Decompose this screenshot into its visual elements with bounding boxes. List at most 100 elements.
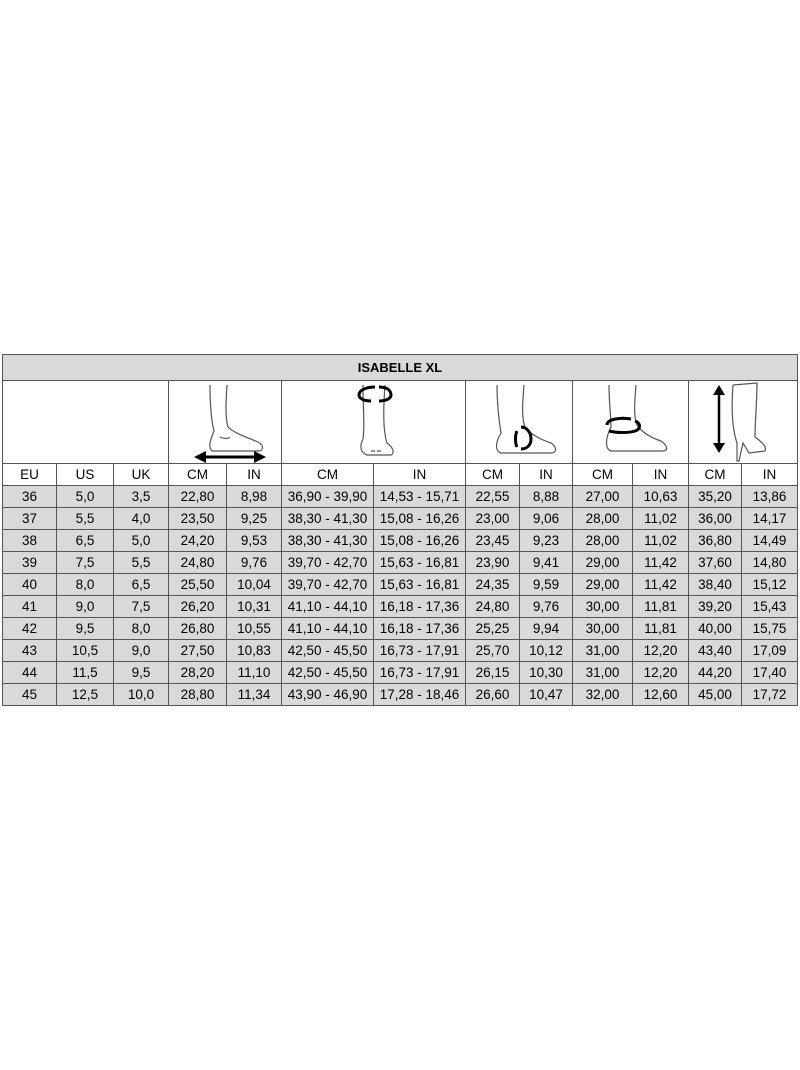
table-cell: 41,10 - 44,10: [281, 595, 374, 618]
table-title: ISABELLE XL: [2, 354, 798, 381]
table-cell: 30,00: [572, 617, 633, 640]
table-cell: 16,18 - 17,36: [373, 617, 466, 640]
table-cell: 28,00: [572, 507, 633, 530]
table-cell: 12,5: [56, 683, 114, 706]
table-cell: 24,80: [465, 595, 520, 618]
table-cell: 11,02: [632, 529, 689, 552]
table-cell: 14,80: [741, 551, 798, 574]
table-cell: 39,20: [688, 595, 742, 618]
table-cell: 9,41: [519, 551, 573, 574]
table-cell: 12,20: [632, 661, 689, 684]
table-cell: 11,42: [632, 573, 689, 596]
column-header-cm: CM: [572, 463, 633, 486]
table-cell: 13,86: [741, 485, 798, 508]
table-cell: 26,20: [168, 595, 227, 618]
table-cell: 25,50: [168, 573, 227, 596]
table-cell: 39,70 - 42,70: [281, 573, 374, 596]
table-cell: 15,43: [741, 595, 798, 618]
table-cell: 9,53: [226, 529, 282, 552]
table-cell: 36: [2, 485, 57, 508]
column-header-eu: EU: [2, 463, 57, 486]
table-cell: 38,30 - 41,30: [281, 507, 374, 530]
table-cell: 10,0: [113, 683, 169, 706]
table-cell: 7,5: [56, 551, 114, 574]
table-cell: 32,00: [572, 683, 633, 706]
table-cell: 8,0: [56, 573, 114, 596]
table-cell: 24,35: [465, 573, 520, 596]
table-cell: 41: [2, 595, 57, 618]
column-header-in: IN: [741, 463, 798, 486]
column-header-in: IN: [632, 463, 689, 486]
table-cell: 17,28 - 18,46: [373, 683, 466, 706]
table-cell: 11,42: [632, 551, 689, 574]
table-cell: 39,70 - 42,70: [281, 551, 374, 574]
table-cell: 45: [2, 683, 57, 706]
table-cell: 9,94: [519, 617, 573, 640]
table-cell: 14,49: [741, 529, 798, 552]
table-cell: 11,10: [226, 661, 282, 684]
column-header-cm: CM: [281, 463, 374, 486]
table-cell: 40,00: [688, 617, 742, 640]
table-cell: 8,0: [113, 617, 169, 640]
table-cell: 12,20: [632, 639, 689, 662]
table-cell: 23,90: [465, 551, 520, 574]
table-cell: 39: [2, 551, 57, 574]
table-cell: 44,20: [688, 661, 742, 684]
table-cell: 16,18 - 17,36: [373, 595, 466, 618]
table-cell: 14,17: [741, 507, 798, 530]
ankle-circumference-icon: [572, 380, 689, 464]
table-cell: 41,10 - 44,10: [281, 617, 374, 640]
table-cell: 11,34: [226, 683, 282, 706]
table-cell: 25,70: [465, 639, 520, 662]
table-cell: 9,5: [113, 661, 169, 684]
table-cell: 28,80: [168, 683, 227, 706]
table-cell: 11,5: [56, 661, 114, 684]
table-cell: 15,75: [741, 617, 798, 640]
column-header-uk: UK: [113, 463, 169, 486]
table-cell: 8,88: [519, 485, 573, 508]
table-cell: 36,80: [688, 529, 742, 552]
table-cell: 9,5: [56, 617, 114, 640]
table-cell: 9,25: [226, 507, 282, 530]
table-cell: 15,08 - 16,26: [373, 507, 466, 530]
column-header-cm: CM: [465, 463, 520, 486]
column-header-in: IN: [373, 463, 466, 486]
table-cell: 26,80: [168, 617, 227, 640]
table-cell: 6,5: [56, 529, 114, 552]
table-cell: 10,5: [56, 639, 114, 662]
table-cell: 23,50: [168, 507, 227, 530]
column-header-cm: CM: [688, 463, 742, 486]
table-cell: 9,06: [519, 507, 573, 530]
table-cell: 42,50 - 45,50: [281, 661, 374, 684]
table-cell: 9,0: [56, 595, 114, 618]
column-header-cm: CM: [168, 463, 227, 486]
size-chart-table: ISABELLE XL: [2, 354, 798, 706]
table-cell: 28,20: [168, 661, 227, 684]
table-cell: 17,09: [741, 639, 798, 662]
table-cell: 43: [2, 639, 57, 662]
table-cell: 27,00: [572, 485, 633, 508]
column-header-in: IN: [519, 463, 573, 486]
table-cell: 15,63 - 16,81: [373, 573, 466, 596]
table-cell: 3,5: [113, 485, 169, 508]
table-cell: 5,0: [113, 529, 169, 552]
table-cell: 12,60: [632, 683, 689, 706]
table-cell: 10,63: [632, 485, 689, 508]
instep-circumference-icon: [465, 380, 573, 464]
table-cell: 7,5: [113, 595, 169, 618]
table-cell: 6,5: [113, 573, 169, 596]
table-cell: 15,63 - 16,81: [373, 551, 466, 574]
table-cell: 27,50: [168, 639, 227, 662]
table-cell: 15,08 - 16,26: [373, 529, 466, 552]
table-cell: 5,5: [113, 551, 169, 574]
table-cell: 15,12: [741, 573, 798, 596]
table-cell: 38,40: [688, 573, 742, 596]
calf-circumference-icon: [281, 380, 466, 464]
table-cell: 30,00: [572, 595, 633, 618]
